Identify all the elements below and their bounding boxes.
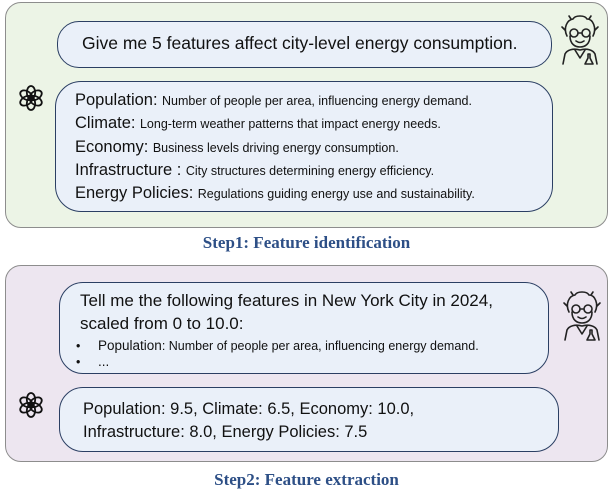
bullet-name: Population (98, 338, 162, 353)
step1-caption: Step1: Feature identification (202, 233, 411, 252)
answer-line: Population: 9.5, Climate: 6.5, Economy: … (83, 400, 415, 418)
feature-name: Economy: (75, 138, 149, 156)
feature-desc: Number of people per area, influencing e… (162, 94, 472, 108)
user-question-bubble-step1: Give me 5 features affect city-level ene… (57, 21, 552, 68)
feature-name: Energy Policies: (75, 184, 194, 202)
step2-caption: Step2: Feature extraction (214, 470, 399, 489)
feature-item: Climate: Long-term weather patterns that… (75, 114, 441, 133)
question-line: scaled from 0 to 10.0: (80, 314, 244, 333)
user-question-text: Give me 5 features affect city-level ene… (82, 33, 518, 53)
scientist-avatar-icon (557, 290, 607, 347)
scientist-avatar-icon (555, 14, 605, 71)
feature-desc: Business levels driving energy consumpti… (152, 141, 399, 155)
feature-name: Climate: (75, 114, 136, 132)
feature-desc: Long-term weather patterns that impact e… (139, 117, 441, 131)
question-line: Tell me the following features in New Yo… (80, 291, 493, 310)
feature-desc: City structures determining energy effic… (185, 164, 435, 178)
user-question-bubble-step2: Tell me the following features in New Yo… (59, 282, 549, 374)
feature-name: Infrastructure : (75, 161, 182, 179)
feature-item: Economy: Business levels driving energy … (75, 138, 399, 157)
bullet-desc: : Number of people per area, influencing… (161, 339, 479, 353)
assistant-answer-bubble-step2: Population: 9.5, Climate: 6.5, Economy: … (59, 387, 559, 452)
feature-item: Energy Policies: Regulations guiding ene… (75, 184, 475, 203)
bullet-name: ... (98, 354, 110, 369)
answer-line: Infrastructure: 8.0, Energy Policies: 7.… (83, 423, 368, 441)
feature-desc: Regulations guiding energy use and susta… (197, 187, 475, 201)
feature-name: Population: (75, 91, 158, 109)
bullet-item: •... (76, 354, 110, 369)
feature-item: Infrastructure : City structures determi… (75, 161, 434, 180)
assistant-answer-bubble-step1: Population: Number of people per area, i… (55, 81, 553, 212)
chatgpt-logo-icon (17, 84, 45, 117)
feature-item: Population: Number of people per area, i… (75, 91, 472, 110)
chatgpt-logo-icon (17, 391, 45, 424)
bullet-item: •Population: Number of people per area, … (76, 338, 479, 353)
